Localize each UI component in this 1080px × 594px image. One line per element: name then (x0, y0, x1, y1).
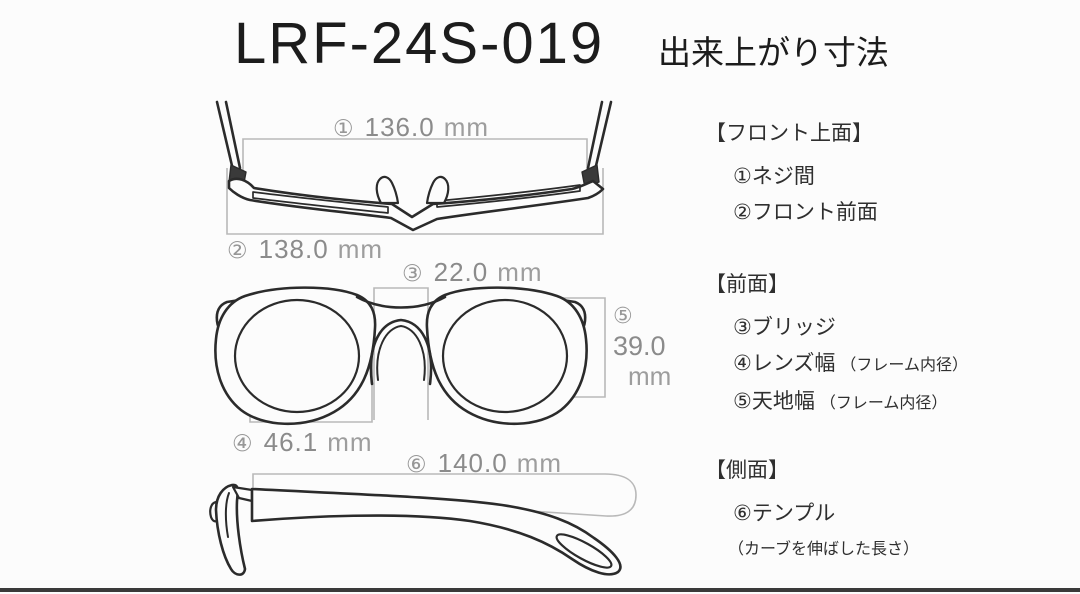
legend-item-label: 天地幅 (751, 390, 815, 413)
dim-value: 136.0 (364, 112, 435, 142)
legend-section-side: 【側面】 ⑥テンプル （カーブを伸ばした長さ） (705, 458, 919, 568)
legend-item-suffix: （フレーム内径） (840, 357, 968, 374)
top-left-temple-inner (224, 100, 242, 170)
top-right-temple-inner (586, 100, 604, 170)
legend-item-number: ③ (733, 316, 752, 339)
legend-item-label: ブリッジ (751, 316, 836, 339)
front-left-lens-rim (214, 286, 377, 426)
bottom-border-bar (0, 588, 1080, 592)
dim-value: 46.1 (263, 427, 319, 457)
top-left-temple (215, 100, 235, 172)
page-title-model-code: LRF-24S-019 (234, 11, 605, 76)
bracket-temple-length (252, 473, 637, 517)
dim-number: ③ (402, 260, 424, 286)
dim-label-temple-length: ⑥ 140.0 mm (406, 448, 562, 479)
dim-label-lens-height: ⑤ 39.0 mm (613, 301, 671, 391)
dim-label-screw-width: ① 136.0 mm (333, 112, 489, 143)
legend-item-screw-width: ①ネジ間 (705, 159, 878, 195)
dim-unit: mm (443, 112, 490, 142)
legend-item-number: ① (733, 165, 752, 188)
legend-section-title: 【フロント上面】 (705, 122, 873, 145)
dim-label-lens-width: ④ 46.1 mm (232, 427, 373, 458)
front-nose-arch-inner (376, 325, 426, 381)
legend-item-temple: ⑥テンプル (705, 496, 919, 532)
dim-number: ④ (232, 430, 254, 456)
side-front-rim (214, 483, 247, 576)
dim-number: ⑥ (406, 451, 428, 477)
side-view-drawing (209, 483, 622, 576)
dim-unit: mm (628, 361, 672, 391)
front-view-drawing (214, 286, 588, 426)
legend-item-number: ② (733, 201, 752, 224)
legend-item-lens-width: ④レンズ幅（フレーム内径） (705, 346, 968, 384)
top-right-nose-pad (425, 175, 450, 205)
front-nose-arch-outer (369, 318, 433, 386)
legend-item-label: レンズ幅 (751, 352, 836, 375)
dim-number: ⑤ (613, 303, 633, 328)
side-temple-tip-loop (555, 533, 613, 569)
legend-section-front: 【前面】 ③ブリッジ ④レンズ幅（フレーム内径） ⑤天地幅（フレーム内径） (705, 272, 968, 422)
dim-unit: mm (337, 234, 384, 264)
dim-value: 140.0 (437, 448, 508, 478)
legend-section-title: 【側面】 (705, 459, 789, 482)
dim-unit: mm (516, 448, 563, 478)
front-bridge-top (355, 295, 447, 309)
legend-item-bridge: ③ブリッジ (705, 310, 968, 346)
legend-note-temple-curve: （カーブを伸ばした長さ） (728, 541, 920, 558)
legend-item-suffix: （フレーム内径） (819, 395, 948, 412)
legend-item-lens-height: ⑤天地幅（フレーム内径） (705, 384, 968, 422)
dim-value: 22.0 (433, 257, 489, 287)
side-temple-arm (250, 487, 622, 576)
dim-number: ② (227, 237, 249, 263)
legend-item-number: ④ (733, 352, 752, 375)
legend-section-front-top: 【フロント上面】 ①ネジ間 ②フロント前面 (705, 121, 878, 231)
page-subtitle: 出来上がり寸法 (658, 34, 889, 71)
legend-section-title: 【前面】 (705, 273, 789, 296)
legend-item-label: テンプル (751, 502, 836, 525)
dim-value: 138.0 (258, 234, 329, 264)
top-left-lens-groove (252, 191, 389, 214)
legend-item-label: ネジ間 (751, 165, 815, 188)
front-right-lens-inner (441, 298, 569, 414)
dim-label-bridge: ③ 22.0 mm (402, 257, 543, 288)
legend-item-front-width: ②フロント前面 (705, 195, 878, 231)
top-view-drawing (215, 100, 613, 232)
top-right-temple (593, 100, 613, 172)
top-right-lens-groove (436, 184, 581, 208)
top-left-nose-pad (375, 175, 400, 205)
front-right-lens-rim (425, 286, 588, 426)
bracket-bridge (373, 287, 429, 420)
bracket-screw-width (242, 138, 588, 182)
legend-item-number: ⑥ (733, 502, 752, 525)
dim-number: ① (333, 115, 355, 141)
legend-item-label: フロント前面 (751, 201, 878, 224)
dim-label-front-width: ② 138.0 mm (227, 234, 383, 265)
legend-item-number: ⑤ (733, 390, 752, 413)
dim-unit: mm (327, 427, 373, 457)
side-front-rim-inner (224, 492, 230, 538)
bracket-front-width (226, 168, 604, 235)
dim-unit: mm (497, 257, 543, 287)
dim-value: 39.0 (613, 331, 666, 361)
top-front-bar (227, 177, 605, 232)
front-left-lens-inner (233, 298, 361, 414)
